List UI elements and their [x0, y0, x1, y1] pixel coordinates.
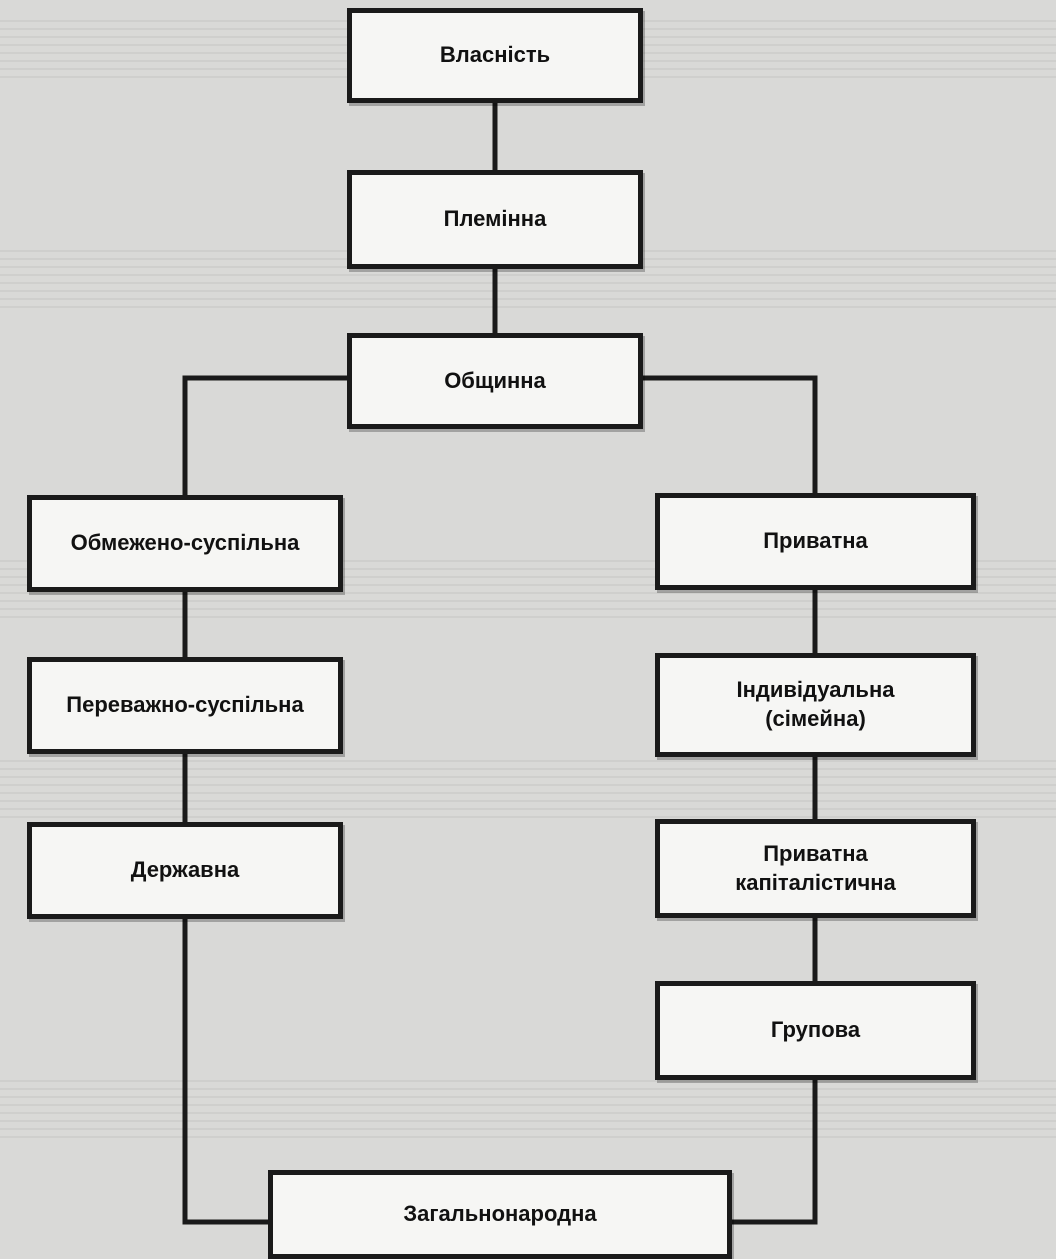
- connector-derzhavna-zagalnonarodna: [182, 914, 273, 1225]
- connector-obshchynna-pryvatna: [637, 375, 818, 498]
- node-label: Племінна: [443, 206, 547, 232]
- node-obshchynna: Общинна: [347, 333, 643, 429]
- connector-grupova-zagalnonarodna: [727, 1075, 818, 1225]
- node-zagalnonarodna: Загальнонародна: [268, 1170, 732, 1259]
- node-label: Державна: [130, 857, 240, 883]
- node-pleminna: Племінна: [347, 170, 643, 269]
- connector-obshchynna-obmezheno: [182, 375, 350, 500]
- node-label: Приватна: [763, 528, 868, 554]
- node-pryvatna: Приватна: [655, 493, 976, 590]
- node-label: Общинна: [444, 367, 546, 393]
- node-obmezheno-suspilna: Обмежено-суспільна: [27, 495, 343, 592]
- node-label: Переважно-суспільна: [66, 692, 304, 718]
- node-pryvatna-kapitalistychna: Приватна капіталістична: [655, 819, 976, 918]
- node-label: Групова: [770, 1017, 861, 1043]
- node-perevazhno-suspilna: Переважно-суспільна: [27, 657, 343, 754]
- node-label: Обмежено-суспільна: [70, 530, 300, 556]
- background-texture: [0, 1080, 1056, 1140]
- node-grupova: Групова: [655, 981, 976, 1080]
- background-texture: [0, 760, 1056, 820]
- node-vlasnist: Власність: [347, 8, 643, 103]
- node-label: Приватна капіталістична: [735, 840, 896, 895]
- node-label: Загальнонародна: [403, 1201, 597, 1227]
- node-label: Індивідуальна (сімейна): [736, 677, 895, 731]
- node-derzhavna: Державна: [27, 822, 343, 919]
- node-indyvidualna: Індивідуальна (сімейна): [655, 653, 976, 757]
- node-label: Власність: [439, 42, 551, 68]
